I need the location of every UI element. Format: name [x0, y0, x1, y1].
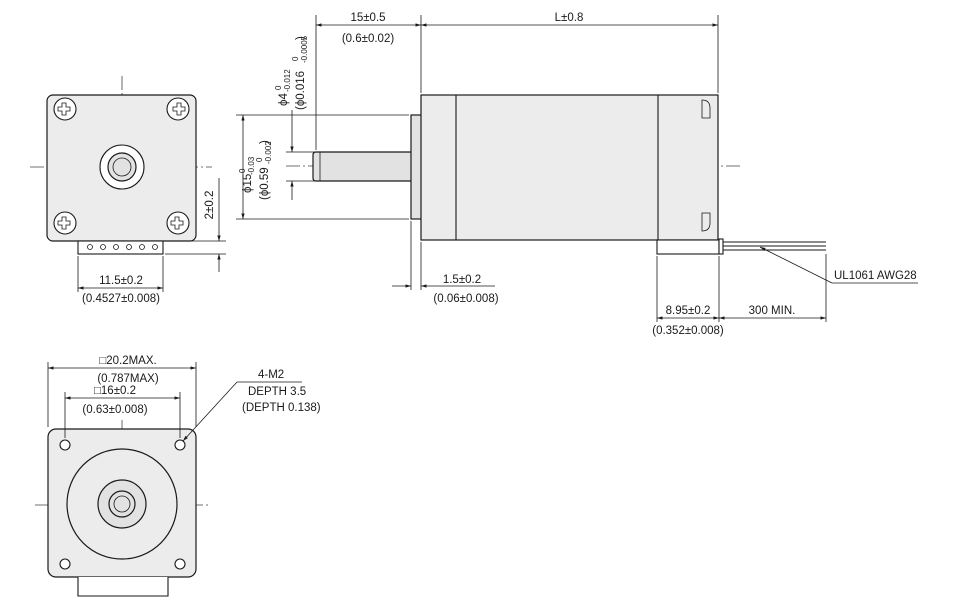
hole-note-line1: 4-M2: [258, 369, 284, 381]
dim-shaft-dia-tol-lower: -0.012: [283, 69, 292, 92]
hole-note-line2: DEPTH 3.5: [248, 386, 306, 398]
dim-width-inch-label: (0.4527±0.008): [82, 293, 160, 305]
mounting-hole-top-left: [59, 439, 71, 451]
dim-pilot-height-inch-label: (0.06±0.008): [433, 293, 498, 305]
dim-pilot-dia-label: ϕ15: [242, 174, 254, 193]
dim-lead-offset-label: 8.95±0.2: [666, 305, 711, 317]
body-end-notch-bottom: [701, 212, 711, 232]
dim-flange-label: □20.2MAX.: [99, 355, 156, 367]
dim-hole-pitch-inch-label: (0.63±0.008): [82, 404, 147, 416]
dim-flange-inch-label: (0.787MAX): [97, 373, 159, 385]
mounting-hole-bottom-left: [59, 558, 71, 570]
dim-shaft-dia-inch-label: (ϕ0.016: [295, 71, 307, 110]
corner-screw-bottom-left: [53, 211, 77, 235]
front-view-large: □20.2MAX. (0.787MAX) □16±0.2 (0.63±0.008…: [35, 355, 321, 597]
dim-shaft-length-inch-label: (0.6±0.02): [342, 33, 395, 45]
dim-pilot-dia-inch: (ϕ0.59 0 -0.002 ): [255, 140, 273, 200]
dim-shaft-dia-inch-tol-upper: 0: [291, 56, 300, 61]
hole-note-line3: (DEPTH 0.138): [242, 402, 321, 414]
shaft-end-large: [108, 490, 136, 518]
connector: [77, 240, 164, 255]
motor-body: [420, 94, 719, 241]
connector-pins: [87, 244, 158, 250]
dim-lead-offset-inch-label: (0.352±0.008): [652, 325, 724, 337]
side-view: 15±0.5 (0.6±0.02) L±0.8 ϕ4 0 -0.012 (ϕ0.…: [236, 12, 918, 337]
shaft: [312, 151, 413, 182]
dim-shaft-length-label: 15±0.5: [350, 12, 385, 24]
dim-hole-pitch-label: □16±0.2: [94, 385, 136, 397]
dim-shaft-dia-inch: (ϕ0.016 0 -0.0005 ): [291, 35, 309, 110]
dim-width-label: 11.5±0.2: [99, 275, 143, 287]
dim-pilot-dia-inch-close: ): [259, 140, 271, 144]
dim-shaft-dia-label: ϕ4: [278, 93, 290, 106]
dim-body-length-label: L±0.8: [555, 12, 584, 24]
pilot: [410, 114, 423, 220]
dim-shaft-dia: ϕ4 0 -0.012: [274, 69, 292, 106]
dim-pilot-dia-inch-label: (ϕ0.59: [259, 167, 271, 200]
dim-pilot-dia-tol-lower: -0.03: [247, 156, 256, 175]
lead-wire-label: UL1061 AWG28: [834, 270, 917, 282]
dim-pilot-dia-inch-tol-lower: -0.002: [264, 141, 273, 164]
dim-pilot-dia: ϕ15 0 -0.03: [238, 156, 256, 193]
dim-pilot-dia-inch-tol-upper: 0: [255, 157, 264, 162]
corner-screw-bottom-right: [166, 211, 190, 235]
shaft-end: [107, 152, 137, 182]
corner-screw-top-left: [53, 97, 77, 121]
corner-screw-top-right: [166, 97, 190, 121]
dim-shaft-dia-inch-tol-lower: -0.0005: [300, 35, 309, 63]
dim-offset-label: 2±0.2: [204, 191, 216, 220]
dim-pilot-height-label: 1.5±0.2: [443, 274, 481, 286]
dim-shaft-dia-tol-upper: 0: [274, 85, 283, 90]
lead-connector: [656, 239, 720, 255]
connector-large: [77, 577, 169, 597]
body-end-notch-top: [701, 99, 711, 119]
dim-shaft-dia-inch-close: ): [295, 36, 307, 40]
dim-lead-length-label: 300 MIN.: [749, 305, 796, 317]
dim-pilot-dia-tol-upper: 0: [238, 168, 247, 173]
mounting-hole-top-right: [174, 439, 186, 451]
mounting-hole-bottom-right: [174, 558, 186, 570]
front-view-small: 11.5±0.2 (0.4527±0.008) 2±0.2: [30, 76, 226, 305]
